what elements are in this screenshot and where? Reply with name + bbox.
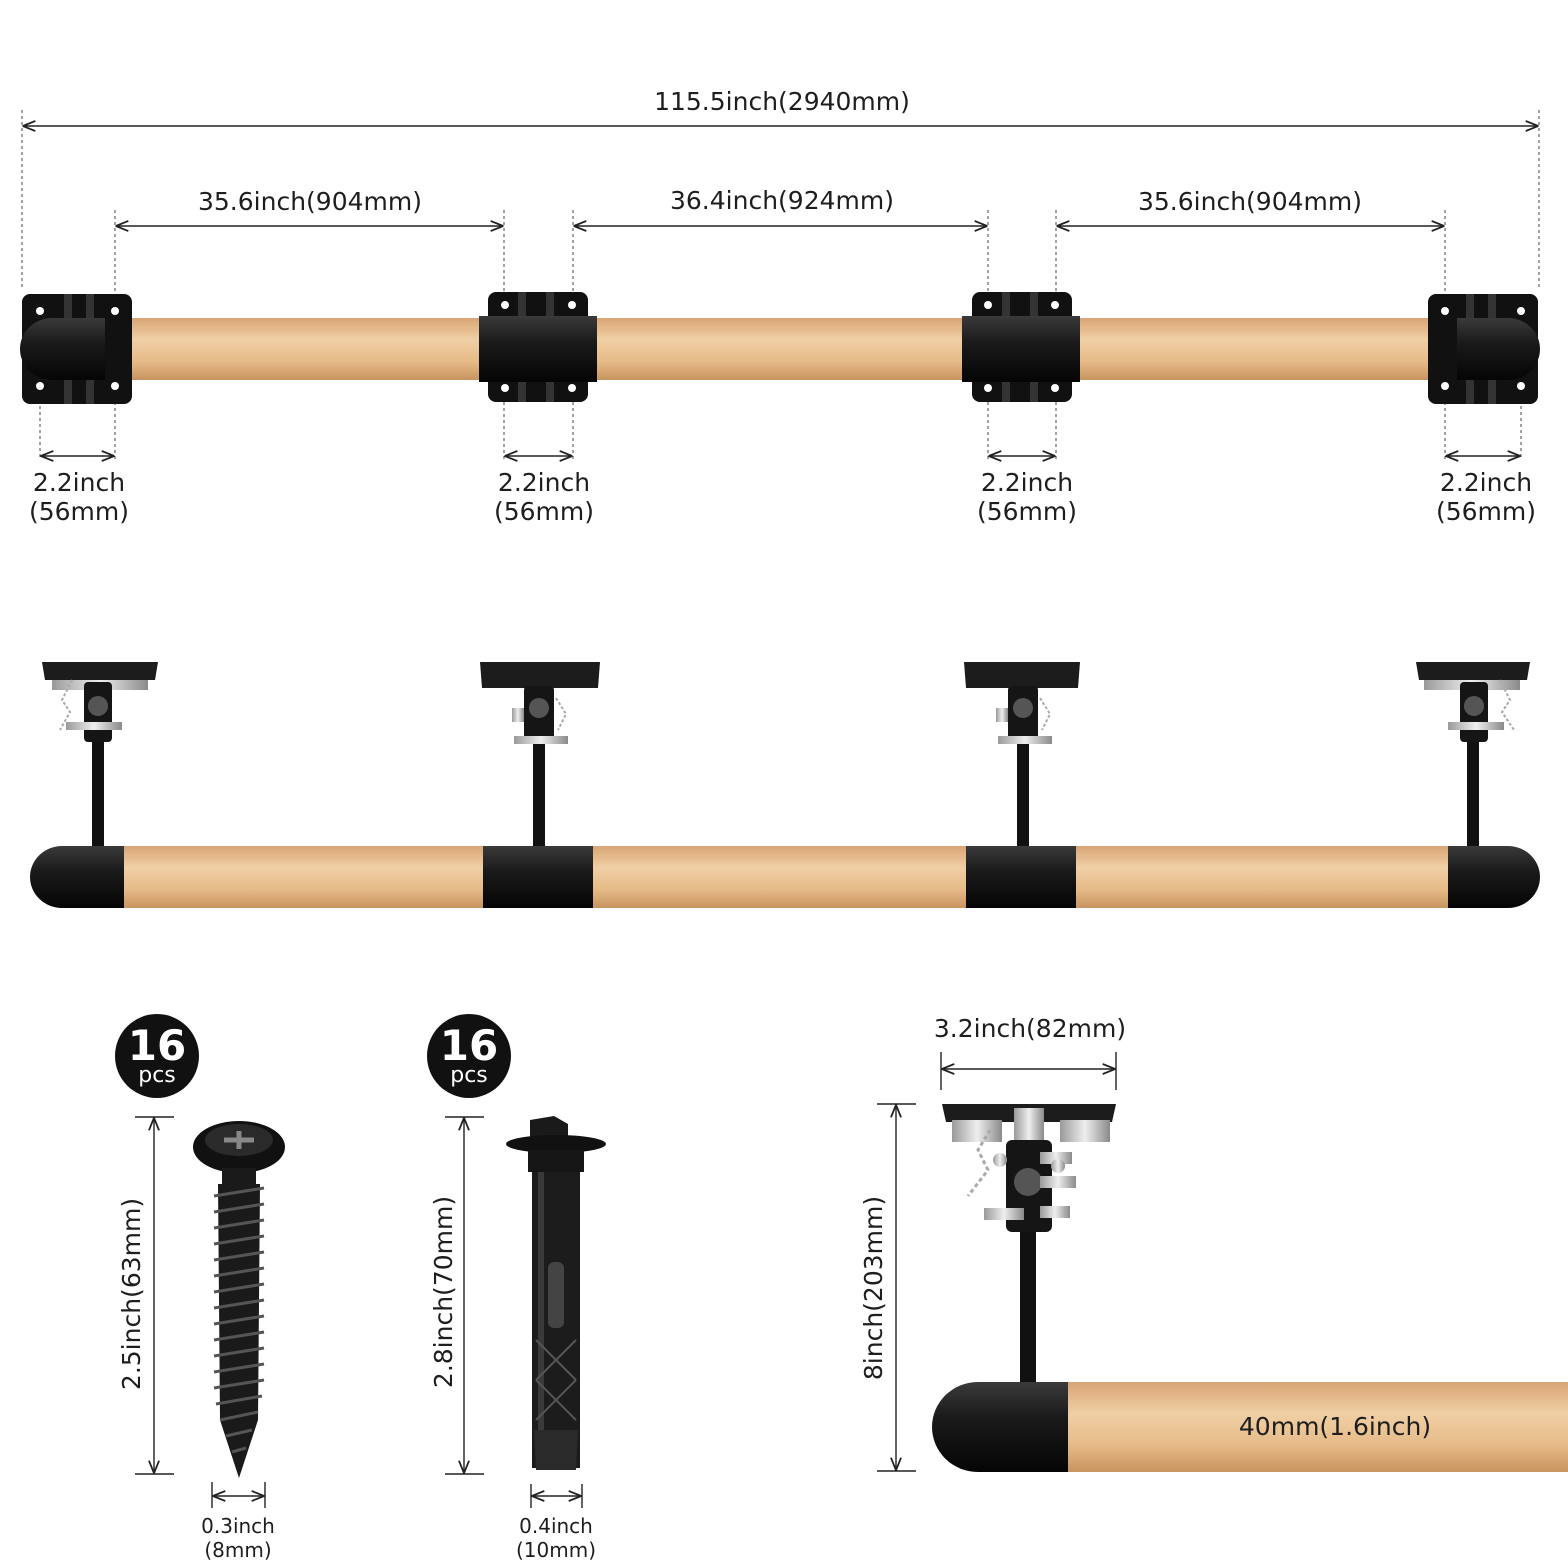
side-bracket-3 xyxy=(964,662,1080,846)
detail-bracket xyxy=(942,1104,1116,1382)
side-end-cap-right xyxy=(1448,846,1540,908)
top-view: 115.5inch(2940mm) 35.6inch(904mm) 36.4in… xyxy=(20,87,1540,526)
top-middle-bracket-2 xyxy=(962,292,1080,402)
detail-rail xyxy=(1040,1382,1568,1472)
anchor-diameter-inch: 0.4inch xyxy=(519,1514,593,1538)
screw-count: 16 xyxy=(128,1021,186,1070)
anchor-count-unit: pcs xyxy=(450,1063,488,1088)
top-middle-bracket-1 xyxy=(479,292,597,402)
screw-length-label: 2.5inch(63mm) xyxy=(117,1198,146,1390)
bracket-height-label: 8inch(203mm) xyxy=(859,1196,888,1380)
rail-diameter-label: 40mm(1.6inch) xyxy=(1239,1412,1431,1441)
screw-count-badge xyxy=(115,1014,199,1098)
plate-width-label: 3.2inch(82mm) xyxy=(934,1014,1126,1043)
bracket-width-inch-1: 2.2inch xyxy=(33,468,125,497)
detail-end-cap xyxy=(932,1382,1068,1472)
extension-lines xyxy=(21,110,1540,460)
screw-diameter-mm: (8mm) xyxy=(204,1538,271,1562)
screw-illustration xyxy=(193,1121,285,1478)
bracket-detail-section: 3.2inch(82mm) 8inch(203mm) 40mm(1.6inch) xyxy=(859,1014,1568,1472)
anchor-length-label: 2.8inch(70mm) xyxy=(429,1196,458,1388)
bracket-width-inch-3: 2.2inch xyxy=(981,468,1073,497)
bracket-width-mm-4: (56mm) xyxy=(1436,497,1536,526)
span-middle-label: 36.4inch(924mm) xyxy=(670,186,894,215)
side-bracket-2 xyxy=(480,662,600,846)
screw-section: 16 pcs 2.5inch(63mm) 0.3inch (8mm) xyxy=(115,1014,285,1562)
bracket-width-mm-3: (56mm) xyxy=(977,497,1077,526)
top-rail xyxy=(60,318,1500,380)
bracket-width-inch-2: 2.2inch xyxy=(498,468,590,497)
side-end-cap-left xyxy=(30,846,124,908)
side-rail xyxy=(60,846,1500,908)
screw-diameter-inch: 0.3inch xyxy=(201,1514,275,1538)
side-bracket-1 xyxy=(42,662,158,846)
dimension-lines xyxy=(24,126,1537,456)
bracket-width-mm-1: (56mm) xyxy=(29,497,129,526)
bracket-width-labels: 2.2inch (56mm) 2.2inch (56mm) 2.2inch (5… xyxy=(29,468,1536,526)
side-joint-sleeve-2 xyxy=(966,846,1076,908)
span-left-label: 35.6inch(904mm) xyxy=(198,187,422,216)
anchor-bolt-section: 16 pcs 2.8inch(70mm) 0.4inch (10mm) xyxy=(427,1014,606,1562)
total-length-label: 115.5inch(2940mm) xyxy=(654,87,910,116)
side-joint-sleeve-1 xyxy=(483,846,593,908)
span-right-label: 35.6inch(904mm) xyxy=(1138,187,1362,216)
anchor-count-badge xyxy=(427,1014,511,1098)
top-end-bracket-right xyxy=(1428,294,1540,404)
side-bracket-4 xyxy=(1416,662,1530,846)
screw-count-unit: pcs xyxy=(138,1063,176,1088)
bracket-width-mm-2: (56mm) xyxy=(494,497,594,526)
top-end-bracket-left xyxy=(20,294,132,404)
anchor-diameter-mm: (10mm) xyxy=(516,1538,596,1562)
anchor-bolt-illustration xyxy=(506,1116,606,1470)
bracket-width-inch-4: 2.2inch xyxy=(1440,468,1532,497)
side-view xyxy=(30,662,1540,908)
anchor-count: 16 xyxy=(440,1021,498,1070)
